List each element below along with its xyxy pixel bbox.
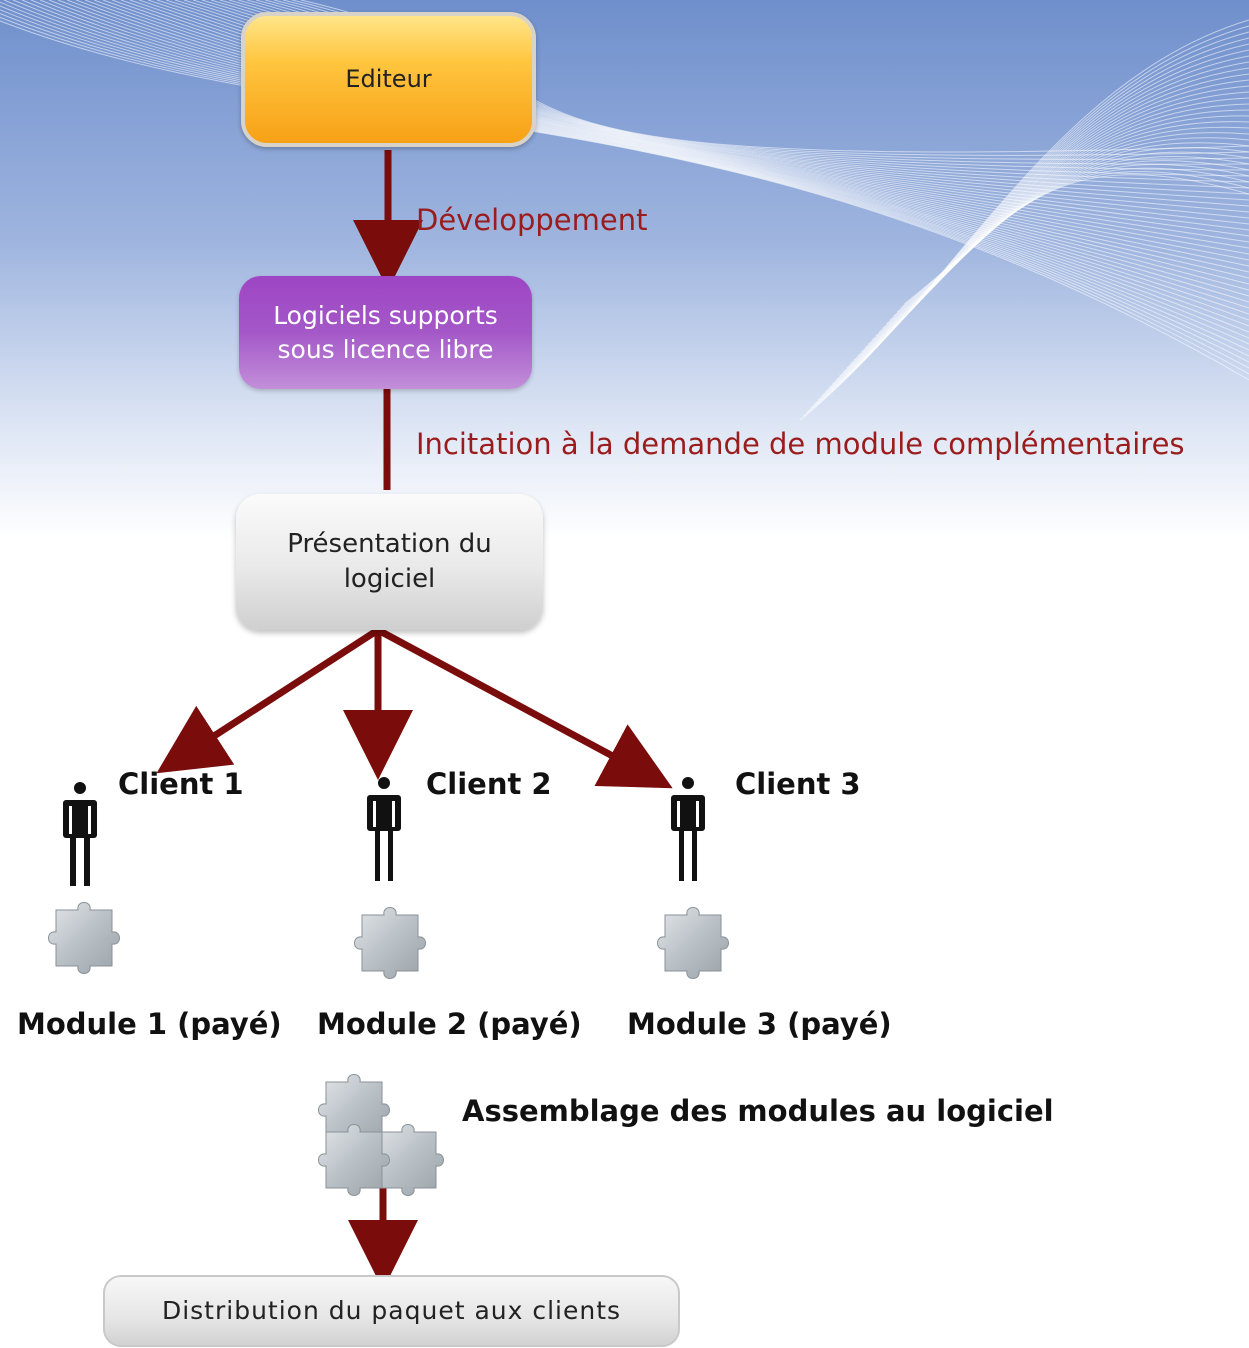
node-distribution-label: Distribution du paquet aux clients	[161, 1296, 622, 1326]
wave-line	[896, 167, 1249, 313]
node-logiciels: Logiciels supports sous licence libre	[239, 276, 532, 389]
node-logiciels-label: Logiciels supports sous licence libre	[273, 300, 498, 364]
node-presentation-label: Présentation du logiciel	[287, 528, 492, 594]
arrow-presentation-to-client-3	[376, 626, 673, 789]
wave-line	[875, 142, 1249, 337]
wave-line	[75, 0, 1249, 297]
edge-label-incitation: Incitation à la demande de module complé…	[416, 427, 1185, 461]
wave-line	[878, 147, 1249, 333]
assembly-label: Assemblage des modules au logiciel	[462, 1094, 1054, 1128]
edge-label-developpement: Développement	[416, 203, 648, 237]
wave-line	[889, 160, 1249, 321]
wave-line	[893, 164, 1249, 317]
node-presentation: Présentation du logiciel	[236, 494, 543, 630]
node-editeur-label: Editeur	[345, 65, 432, 94]
arrow-presentation-to-client-1	[156, 627, 380, 774]
client-2-label: Client 2	[426, 767, 552, 801]
wave-line	[904, 174, 1249, 305]
node-editeur: Editeur	[241, 12, 536, 147]
node-distribution: Distribution du paquet aux clients	[103, 1275, 680, 1347]
client-3-label: Client 3	[735, 767, 861, 801]
wave-line	[886, 156, 1249, 325]
wave-line	[864, 126, 1249, 349]
wave-line	[39, 0, 1249, 321]
module-1-label: Module 1 (payé)	[17, 1007, 282, 1041]
wave-line	[871, 137, 1249, 341]
wave-line	[868, 132, 1249, 345]
module-2-label: Module 2 (payé)	[317, 1007, 582, 1041]
wave-line	[84, 0, 1249, 291]
client-1-label: Client 1	[118, 767, 244, 801]
module-3-label: Module 3 (payé)	[627, 1007, 892, 1041]
wave-line	[882, 151, 1249, 329]
wave-line	[93, 0, 1249, 285]
